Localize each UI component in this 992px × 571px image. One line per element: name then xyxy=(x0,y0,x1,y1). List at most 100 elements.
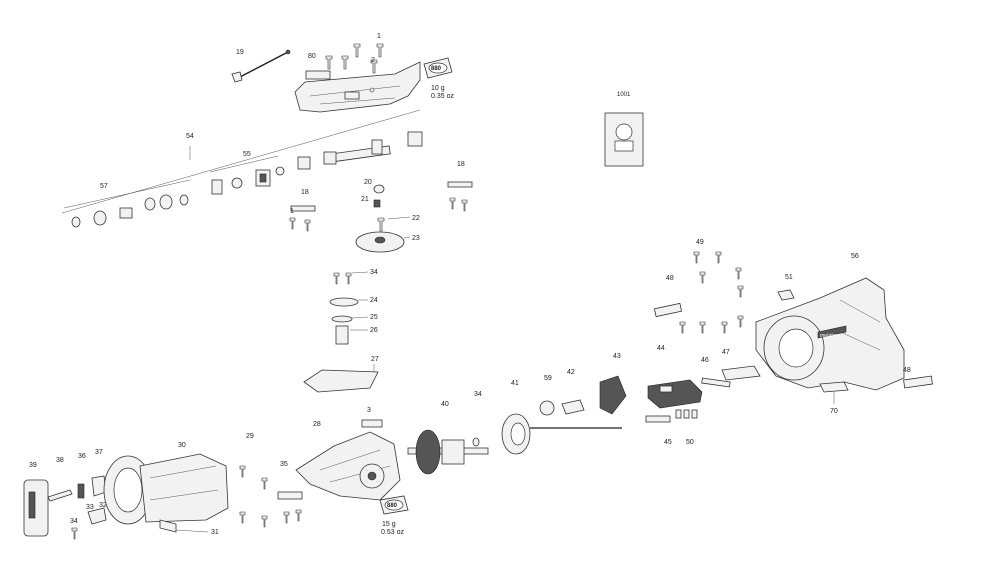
part-46 xyxy=(701,377,731,388)
part-26 xyxy=(335,325,349,345)
callout-54: 54 xyxy=(186,133,194,140)
grease-weight-top-oz: 0.35 oz xyxy=(431,93,454,100)
callout-70: 70 xyxy=(830,408,838,415)
part-47 xyxy=(721,365,761,381)
callout-24: 24 xyxy=(370,297,378,304)
screws-top xyxy=(325,43,384,74)
part-24 xyxy=(329,297,359,307)
callout-31: 31 xyxy=(211,529,219,536)
part-43 xyxy=(599,375,627,415)
callout-18-right: 18 xyxy=(457,161,465,168)
callout-57: 57 xyxy=(100,183,108,190)
leader-54 xyxy=(61,109,421,214)
part-20 xyxy=(373,184,385,194)
callout-23: 23 xyxy=(412,235,420,242)
part-22 xyxy=(377,217,385,232)
callout-29: 29 xyxy=(246,433,254,440)
callout-36: 36 xyxy=(78,453,86,460)
callout-56: 56 xyxy=(851,253,859,260)
callout-30: 30 xyxy=(178,442,186,449)
part-42 xyxy=(561,399,585,415)
grease-tag-bottom: 880 xyxy=(379,495,409,515)
callout-51: 51 xyxy=(785,274,793,281)
callout-41: 41 xyxy=(511,380,519,387)
callout-27: 27 xyxy=(371,356,379,363)
callout-19: 19 xyxy=(236,49,244,56)
callout-33: 33 xyxy=(86,504,94,511)
callout-3: 3 xyxy=(367,407,371,414)
callout-59: 59 xyxy=(544,375,552,382)
screws-29 xyxy=(239,465,268,528)
callout-48-left: 48 xyxy=(666,275,674,282)
grease-weight-bottom: 15 g xyxy=(382,521,396,528)
grease-label-top: 880 xyxy=(431,66,442,72)
part-38 xyxy=(47,489,73,502)
callout-25: 25 xyxy=(370,314,378,321)
callout-48-right: 48 xyxy=(903,367,911,374)
callout-44: 44 xyxy=(657,345,665,352)
callout-50: 50 xyxy=(686,439,694,446)
callout-49: 49 xyxy=(696,239,704,246)
nameplate: metabo xyxy=(820,333,837,339)
callout-80: 80 xyxy=(308,53,316,60)
part-18-left xyxy=(289,205,316,232)
callout-55: 55 xyxy=(243,151,251,158)
part-48-right xyxy=(903,375,933,389)
callout-42: 42 xyxy=(567,369,575,376)
callout-40: 40 xyxy=(441,401,449,408)
part-48-left xyxy=(653,302,683,318)
callout-46: 46 xyxy=(701,357,709,364)
callout-21: 21 xyxy=(361,196,369,203)
part-59 xyxy=(539,400,555,416)
part-41-stator xyxy=(501,413,622,455)
callout-34-top: 34 xyxy=(370,269,378,276)
part-3 xyxy=(361,419,383,428)
grease-tag-top: 880 xyxy=(423,57,453,79)
callout-34-mid: 34 xyxy=(474,391,482,398)
part-1001-label xyxy=(604,112,644,167)
part-19-cable xyxy=(231,49,291,83)
part-36 xyxy=(77,483,85,499)
part-32 xyxy=(87,507,107,525)
part-40-armature xyxy=(407,429,489,475)
callout-28: 28 xyxy=(313,421,321,428)
callout-45: 45 xyxy=(664,439,672,446)
callout-22: 22 xyxy=(412,215,420,222)
part-18-right xyxy=(447,181,473,212)
callout-2: 2 xyxy=(371,57,375,64)
part-housing-bracket xyxy=(294,61,421,113)
part-30-housing xyxy=(103,453,229,525)
screws-49 xyxy=(679,251,744,334)
part-70 xyxy=(819,381,849,393)
grease-label-bottom: 880 xyxy=(387,503,398,509)
callout-43: 43 xyxy=(613,353,621,360)
part-21 xyxy=(373,199,381,208)
callout-20: 20 xyxy=(364,179,372,186)
part-45 xyxy=(645,415,671,423)
part-44-module xyxy=(647,379,703,409)
callout-35: 35 xyxy=(280,461,288,468)
callout-34-left: 34 xyxy=(70,518,78,525)
callout-1-top: 1 xyxy=(377,33,381,40)
callout-38: 38 xyxy=(56,457,64,464)
callout-18-left: 18 xyxy=(301,189,309,196)
callout-1-left: 1 xyxy=(290,208,294,215)
part-25 xyxy=(331,315,353,323)
part-27 xyxy=(303,369,379,393)
part-39 xyxy=(23,479,49,537)
part-28-gearbox xyxy=(295,431,401,501)
part-shaft xyxy=(275,131,423,176)
callout-39: 39 xyxy=(29,462,37,469)
part-57-group xyxy=(63,179,191,228)
grease-weight-bottom-oz: 0.53 oz xyxy=(381,529,404,536)
part-50 xyxy=(675,409,698,419)
callout-26: 26 xyxy=(370,327,378,334)
callout-37: 37 xyxy=(95,449,103,456)
grease-weight-top: 10 g xyxy=(431,85,445,92)
callout-32: 32 xyxy=(99,502,107,509)
part-55-group xyxy=(209,155,279,195)
part-80-plate xyxy=(305,70,331,80)
part-56-rear-housing: metabo xyxy=(755,277,905,391)
part-31 xyxy=(159,519,177,533)
